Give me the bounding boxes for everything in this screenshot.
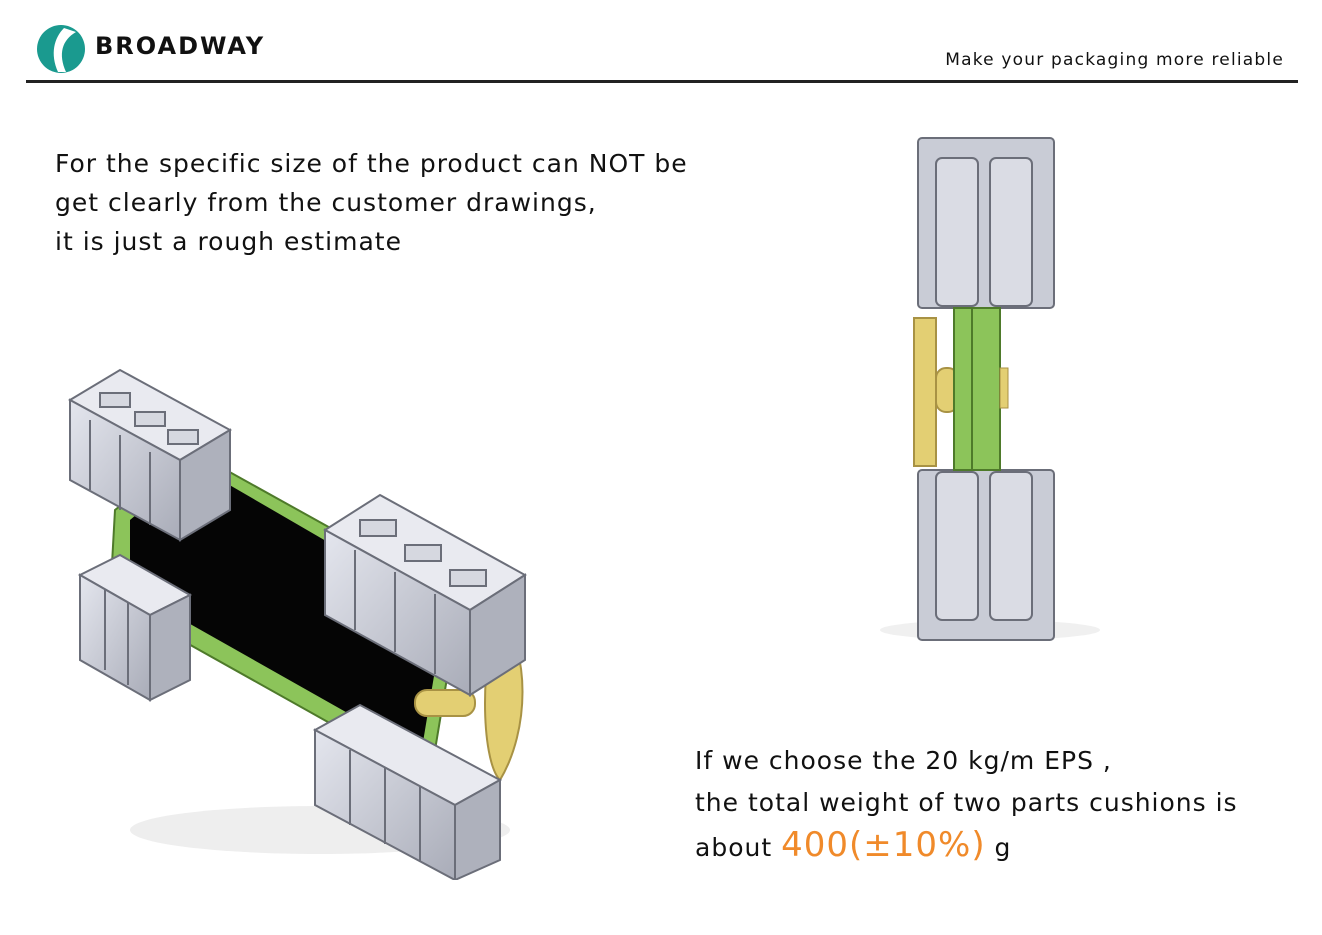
size-note-line-2: get clearly from the customer drawings, bbox=[55, 188, 597, 217]
isometric-packaging-render bbox=[67, 368, 527, 880]
broadway-logo-icon bbox=[37, 25, 85, 73]
weight-unit: g bbox=[994, 833, 1012, 862]
weight-line-2: the total weight of two parts cushions i… bbox=[695, 788, 1238, 817]
weight-value: 400(±10%) bbox=[781, 825, 986, 865]
side-view-packaging-render bbox=[880, 137, 1100, 641]
header: BROADWAY Make your packaging more reliab… bbox=[0, 0, 1322, 90]
size-note-line-1: For the specific size of the product can… bbox=[55, 149, 688, 178]
size-note-line-3: it is just a rough estimate bbox=[55, 227, 402, 256]
brand-name: BROADWAY bbox=[95, 32, 266, 60]
size-note: For the specific size of the product can… bbox=[55, 144, 688, 261]
weight-line-3: about 400(±10%) g bbox=[695, 824, 1238, 869]
weight-estimate: If we choose the 20 kg/m EPS , the total… bbox=[695, 740, 1238, 869]
header-divider bbox=[26, 80, 1298, 83]
weight-prefix: about bbox=[695, 833, 773, 862]
tagline: Make your packaging more reliable bbox=[945, 50, 1284, 70]
weight-line-1: If we choose the 20 kg/m EPS , bbox=[695, 746, 1112, 775]
